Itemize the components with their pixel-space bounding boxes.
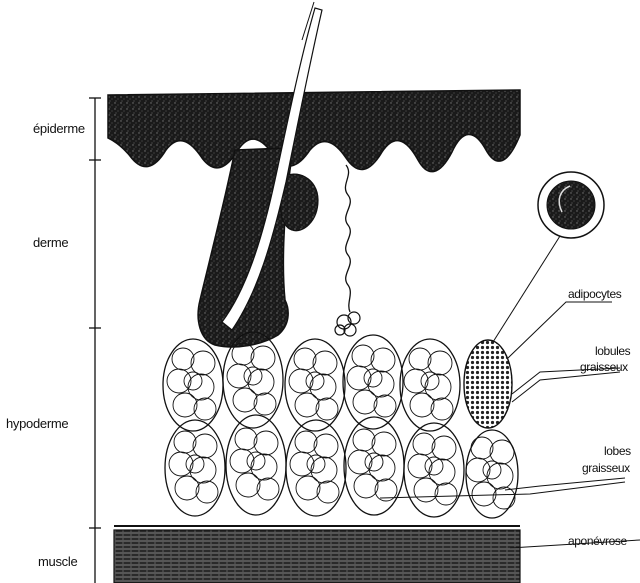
label-lobes-line1: lobes	[604, 444, 631, 458]
lobule-circle	[172, 348, 194, 370]
lobule-circle	[251, 346, 275, 370]
lobule-circle	[306, 372, 324, 390]
dotted-lobule	[464, 340, 512, 428]
label-muscle: muscle	[38, 554, 77, 569]
lobule-circle	[372, 432, 396, 456]
lobule-circle	[295, 431, 317, 453]
fat-lobes-lower	[165, 415, 518, 518]
lobule-circle	[365, 453, 383, 471]
lobule-circle	[194, 398, 216, 420]
lobule-circle	[348, 450, 372, 474]
lobule-circle	[236, 473, 260, 497]
lobule-circle	[364, 369, 382, 387]
lobule-circle	[289, 369, 313, 393]
lobule-circle	[493, 487, 515, 509]
lobule-circle	[290, 452, 314, 476]
lobule-circle	[296, 476, 320, 500]
lobule-circle	[428, 351, 452, 375]
lobule-circle	[471, 437, 493, 459]
lobule-circle	[169, 452, 193, 476]
label-epidermis: épiderme	[33, 121, 85, 136]
label-lobules-line1: lobules	[595, 344, 631, 358]
label-aponeurosis: aponévrose	[568, 534, 627, 548]
lobule-circle	[404, 369, 428, 393]
lobule-circle	[254, 431, 278, 455]
lobule-circle	[193, 434, 217, 458]
lobule-circle	[184, 372, 202, 390]
label-lobules-line2: graisseux	[580, 360, 628, 374]
lobule-circle	[425, 457, 443, 475]
lobule-circle	[432, 436, 456, 460]
lobule-circle	[227, 364, 251, 388]
lobule-circle	[347, 366, 371, 390]
label-adipocytes: adipocytes	[568, 287, 622, 301]
lobule-circle	[307, 455, 325, 473]
layer-scale	[89, 98, 101, 583]
lobule-circle	[353, 429, 375, 451]
lobule-circle	[175, 476, 199, 500]
lobule-circle	[317, 481, 339, 503]
lobule-circle	[230, 449, 254, 473]
lobule-circle	[257, 478, 279, 500]
lobule-circle	[490, 440, 514, 464]
lobule-circle	[254, 393, 276, 415]
label-hypodermis: hypoderme	[6, 416, 68, 431]
adipocyte-magnified	[538, 172, 604, 238]
lobule-circle	[410, 393, 434, 417]
lobule-circle	[235, 428, 257, 450]
lobule-circle	[191, 351, 215, 375]
lobule-circle	[421, 372, 439, 390]
lobule-circle	[244, 367, 262, 385]
sweat-gland-coil	[335, 312, 360, 336]
lobule-circle	[435, 483, 457, 505]
lobule-circle	[408, 454, 432, 478]
lobule-circle	[186, 455, 204, 473]
lobule-circle	[295, 393, 319, 417]
lobule-circle	[472, 482, 496, 506]
sweat-duct	[345, 165, 350, 312]
muscle-layer	[114, 530, 520, 583]
lobule-circle	[294, 348, 316, 370]
lobule-circle	[354, 474, 378, 498]
lobule-circle	[483, 461, 501, 479]
lobule-circle	[413, 433, 435, 455]
lobule-circle	[353, 390, 377, 414]
lobule-circle	[409, 348, 431, 370]
epidermis-layer	[108, 90, 520, 172]
lobule-circle	[313, 351, 337, 375]
lobule-circle	[196, 481, 218, 503]
lobule-circle	[466, 458, 490, 482]
lobule-circle	[431, 398, 453, 420]
lobule-circle	[173, 393, 197, 417]
lobule-circle	[371, 348, 395, 372]
lobule-circle	[233, 388, 257, 412]
label-dermis: derme	[33, 235, 68, 250]
lobule-circle	[314, 434, 338, 458]
lobule-circle	[374, 395, 396, 417]
lobule-circle	[316, 398, 338, 420]
lobule-circle	[167, 369, 191, 393]
label-lobes-line2: graisseux	[582, 461, 630, 475]
lobule-circle	[174, 431, 196, 453]
lobule-circle	[414, 478, 438, 502]
lobule-circle	[247, 452, 265, 470]
lobule-circle	[352, 345, 374, 367]
